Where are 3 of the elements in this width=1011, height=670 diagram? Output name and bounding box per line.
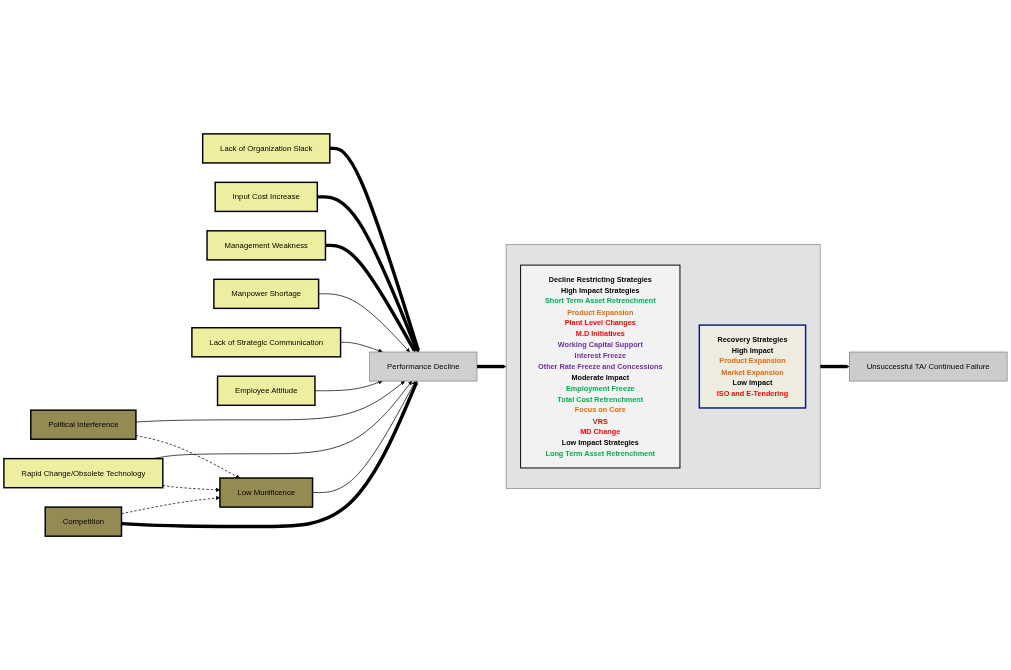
cluster (505, 244, 821, 489)
arrow (477, 364, 507, 369)
arrow (820, 364, 850, 369)
